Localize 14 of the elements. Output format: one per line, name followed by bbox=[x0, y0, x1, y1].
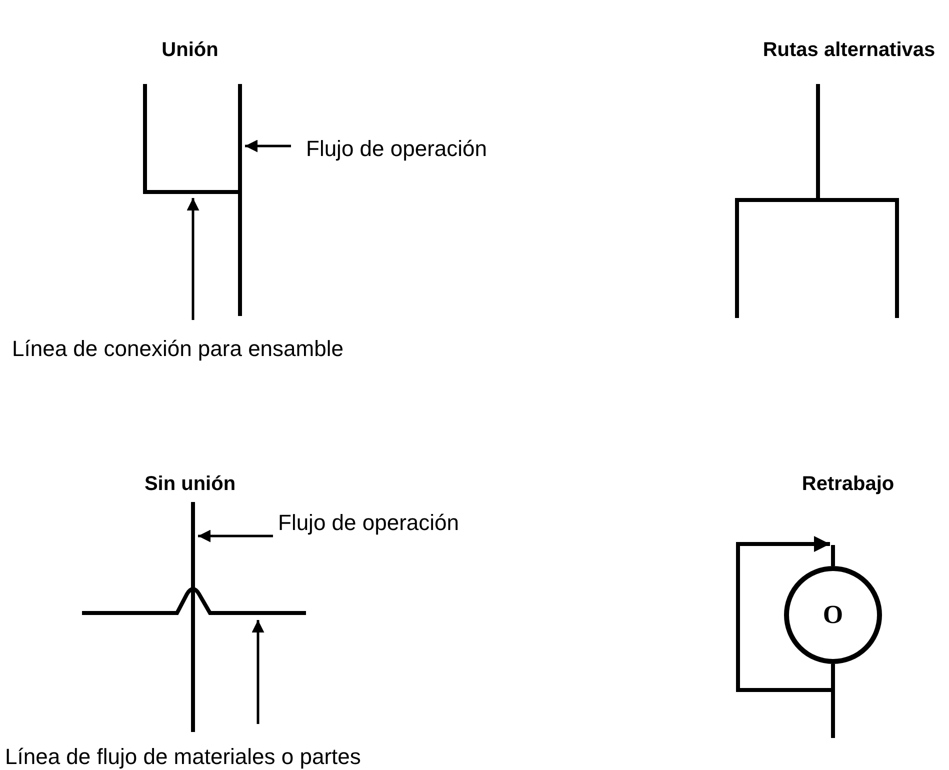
leader-arrow bbox=[198, 530, 273, 542]
callout-text: Flujo de operación bbox=[278, 510, 460, 536]
leader-arrow bbox=[245, 140, 291, 152]
section-heading: Retrabajo bbox=[802, 472, 894, 496]
section-heading: Unión bbox=[162, 38, 218, 62]
section-heading: Sin unión bbox=[144, 472, 236, 496]
leader-arrow bbox=[252, 620, 264, 724]
section-heading: Rutas alternativas bbox=[762, 38, 936, 62]
callout-text: Línea de conexión para ensamble bbox=[12, 336, 344, 362]
operation-symbol: O bbox=[822, 600, 844, 630]
leader-arrow bbox=[186, 198, 200, 320]
callout-text: Flujo de operación bbox=[306, 136, 488, 162]
callout-text: Línea de flujo de materiales o partes bbox=[5, 744, 361, 770]
crossing-line bbox=[82, 585, 306, 616]
